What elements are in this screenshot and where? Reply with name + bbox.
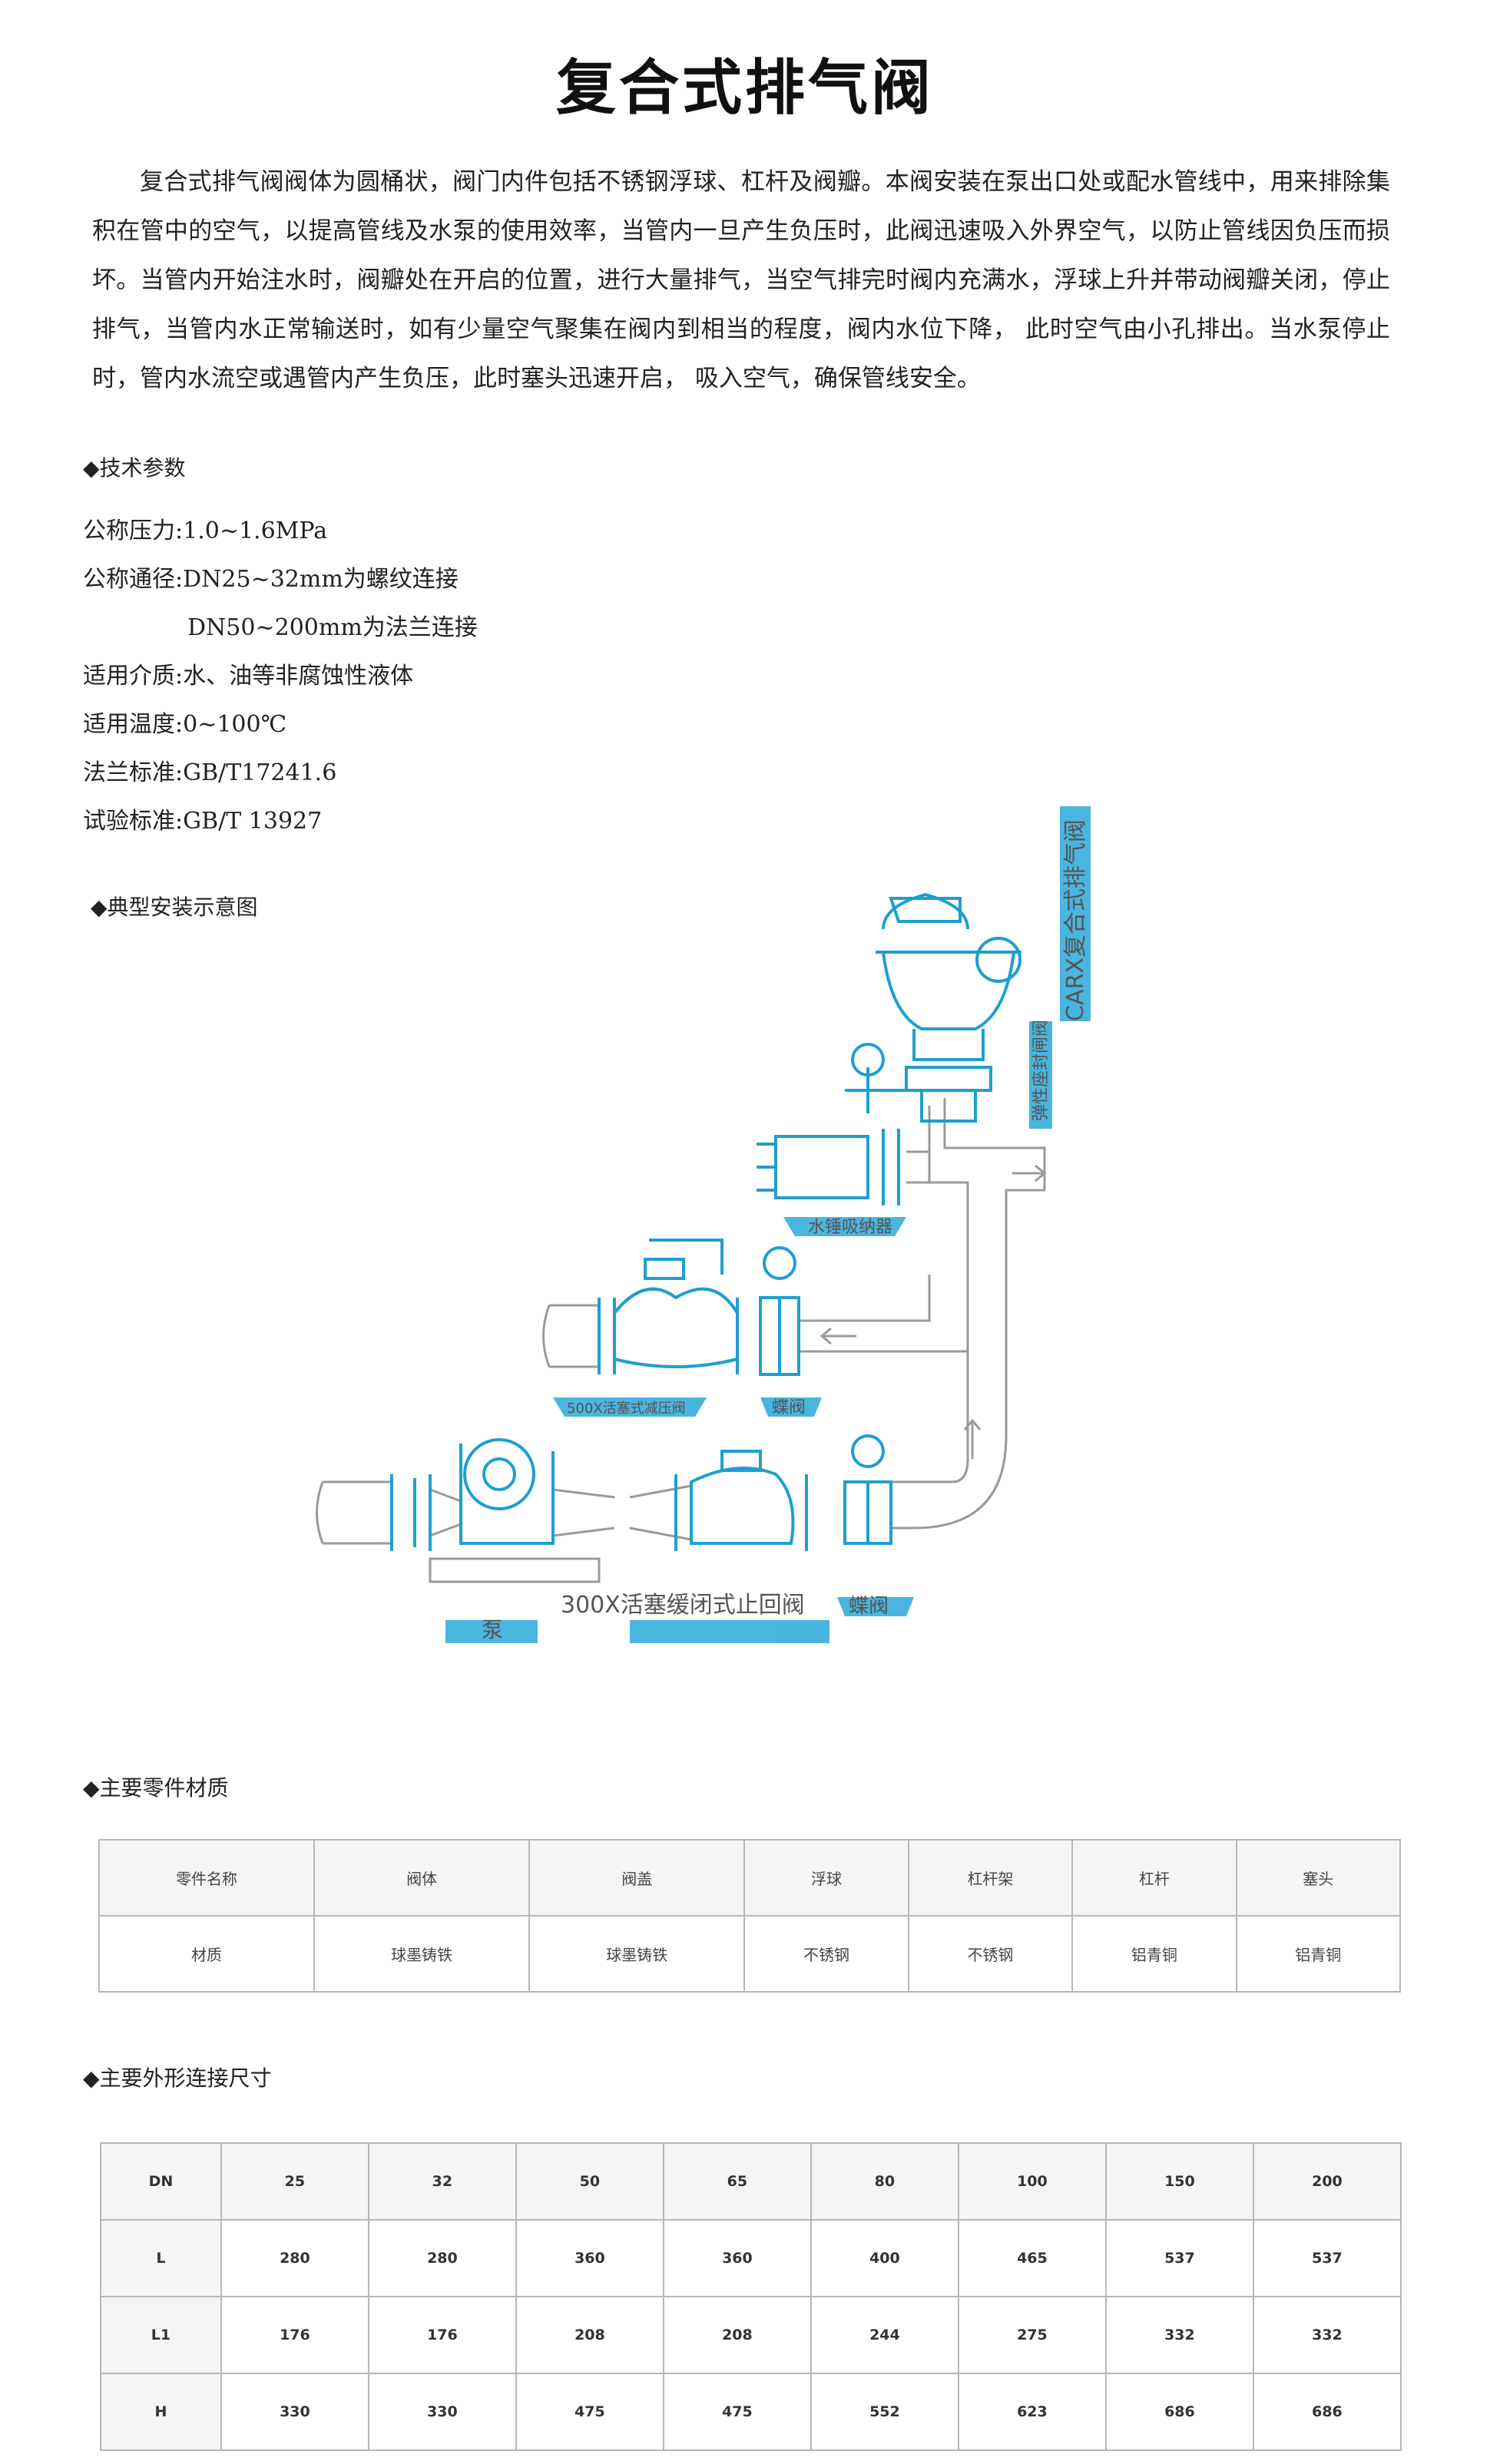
table-cell: 球墨铸铁 <box>313 1915 531 1993</box>
table-cell: 332 <box>1252 2296 1402 2374</box>
table-cell: 杠杆架 <box>907 1839 1074 1917</box>
table-cell: 32 <box>367 2142 517 2221</box>
param-test-standard: 试验标准:GB/T 13927 <box>83 808 323 835</box>
table-cell: 332 <box>1104 2296 1254 2374</box>
table-cell: 275 <box>957 2296 1107 2374</box>
section-heading-parts: ◆主要零件材质 <box>83 1775 229 1801</box>
table-cell: 360 <box>515 2219 664 2297</box>
intro-paragraph: 复合式排气阀阀体为圆桶状，阀门内件包括不锈钢浮球、杠杆及阀瓣。本阀安装在泵出口处… <box>92 168 1390 392</box>
table-cell: L1 <box>100 2296 222 2374</box>
param-pressure: 公称压力:1.0~1.6MPa <box>83 518 328 544</box>
label-pump: 泵 <box>482 1617 503 1642</box>
table-cell: 零件名称 <box>98 1839 316 1917</box>
parts-material-table: 零件名称 阀体 阀盖 浮球 杠杆架 杠杆 塞头 材质 球墨铸铁 球墨铸铁 不锈钢… <box>98 1839 1402 1993</box>
table-cell: 铝青铜 <box>1071 1915 1237 1993</box>
table-cell: 280 <box>367 2219 517 2297</box>
table-cell: 100 <box>957 2142 1107 2221</box>
table-cell: 244 <box>810 2296 959 2374</box>
table-cell: 537 <box>1104 2219 1254 2297</box>
table-cell: 360 <box>662 2219 812 2297</box>
table-cell: 不锈钢 <box>907 1915 1074 1993</box>
param-medium: 适用介质:水、油等非腐蚀性液体 <box>83 663 414 690</box>
table-cell: 200 <box>1252 2142 1402 2221</box>
label-gate-valve: 弹性座封闸阀 <box>1031 1020 1051 1121</box>
table-cell: 材质 <box>98 1915 316 1993</box>
table-cell: 552 <box>810 2373 959 2451</box>
label-butterfly-mid: 蝶阀 <box>772 1398 806 1417</box>
table-cell: 不锈钢 <box>743 1915 909 1993</box>
table-cell: 537 <box>1252 2219 1402 2297</box>
table-cell: 330 <box>220 2373 369 2451</box>
table-cell: 208 <box>515 2296 664 2374</box>
table-cell: 铝青铜 <box>1235 1915 1402 1993</box>
param-diameter-flange: DN50~200mm为法兰连接 <box>187 614 478 641</box>
table-cell: 浮球 <box>743 1839 909 1917</box>
table-row: 零件名称 阀体 阀盖 浮球 杠杆架 杠杆 塞头 <box>98 1839 1402 1917</box>
table-row: L1 176 176 208 208 244 275 332 332 <box>100 2296 1402 2374</box>
table-cell: 150 <box>1104 2142 1254 2221</box>
section-heading-install: ◆典型安装示意图 <box>91 895 258 920</box>
label-reducing-valve: 500X活塞式减压阀 <box>567 1401 686 1417</box>
tech-params: 公称压力:1.0~1.6MPa 公称通径:DN25~32mm为螺纹连接 DN50… <box>83 507 478 845</box>
section-heading-tech: ◆技术参数 <box>83 455 186 481</box>
label-check-valve: 300X活塞缓闭式止回阀 <box>561 1592 805 1619</box>
table-cell: 475 <box>515 2373 664 2451</box>
table-cell: DN <box>100 2142 222 2221</box>
table-cell: 球墨铸铁 <box>528 1915 746 1993</box>
dimensions-table: DN 25 32 50 65 80 100 150 200 L 280 280 … <box>100 2142 1402 2451</box>
table-row: 材质 球墨铸铁 球墨铸铁 不锈钢 不锈钢 铝青铜 铝青铜 <box>98 1915 1402 1993</box>
table-row: H 330 330 475 475 552 623 686 686 <box>100 2373 1402 2451</box>
table-cell: 50 <box>515 2142 664 2221</box>
table-cell: L <box>100 2219 222 2297</box>
table-row: DN 25 32 50 65 80 100 150 200 <box>100 2142 1402 2221</box>
table-cell: 25 <box>220 2142 369 2221</box>
table-cell: 65 <box>662 2142 812 2221</box>
label-butterfly-low: 蝶阀 <box>849 1595 889 1618</box>
table-cell: 400 <box>810 2219 959 2297</box>
label-air-valve: CARX复合式排气阀 <box>1062 819 1089 1021</box>
table-cell: 阀体 <box>313 1839 531 1917</box>
page-title: 复合式排气阀 <box>555 54 934 123</box>
table-cell: 623 <box>957 2373 1107 2451</box>
table-cell: 465 <box>957 2219 1107 2297</box>
param-diameter: 公称通径:DN25~32mm为螺纹连接 <box>83 566 459 593</box>
installation-diagram: 水锤吸纳器 500X活塞式减压阀 蝶阀 泵 300X活塞缓闭式止回阀 蝶阀 弹性… <box>316 806 1091 1643</box>
label-hammer-absorber: 水锤吸纳器 <box>808 1218 892 1237</box>
table-cell: 686 <box>1252 2373 1402 2451</box>
table-cell: H <box>100 2373 222 2451</box>
table-cell: 杠杆 <box>1071 1839 1237 1917</box>
table-cell: 176 <box>367 2296 517 2374</box>
param-flange-standard: 法兰标准:GB/T17241.6 <box>83 759 337 786</box>
table-cell: 176 <box>220 2296 369 2374</box>
table-cell: 80 <box>810 2142 959 2221</box>
param-temperature: 适用温度:0~100℃ <box>83 711 287 738</box>
table-cell: 208 <box>662 2296 812 2374</box>
section-heading-dims: ◆主要外形连接尺寸 <box>83 2065 272 2091</box>
table-cell: 330 <box>367 2373 517 2451</box>
table-cell: 塞头 <box>1235 1839 1402 1917</box>
table-row: L 280 280 360 360 400 465 537 537 <box>100 2219 1402 2297</box>
table-cell: 阀盖 <box>528 1839 746 1917</box>
table-cell: 475 <box>662 2373 812 2451</box>
table-cell: 280 <box>220 2219 369 2297</box>
table-cell: 686 <box>1104 2373 1254 2451</box>
